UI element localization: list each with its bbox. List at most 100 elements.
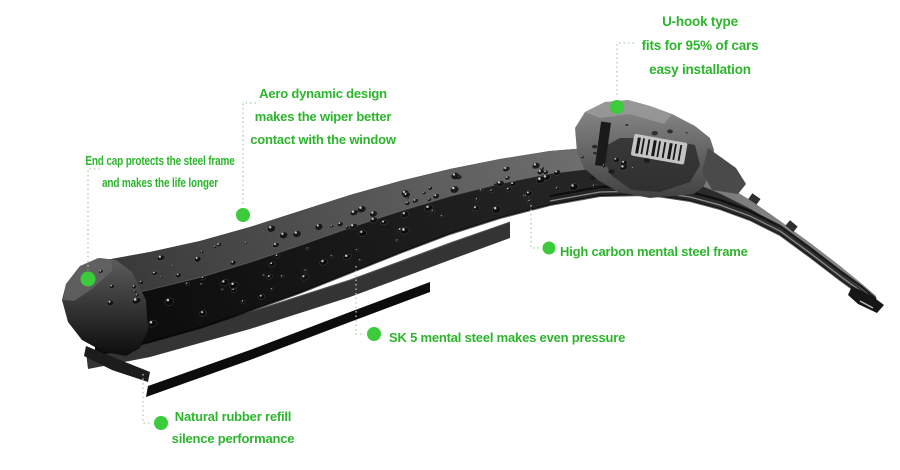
droplet-highlight bbox=[270, 262, 273, 265]
droplet-highlight bbox=[139, 280, 142, 283]
water-droplets bbox=[98, 123, 688, 328]
droplet-highlight bbox=[108, 300, 111, 303]
label-bar bbox=[677, 144, 683, 161]
droplet-highlight bbox=[134, 290, 136, 292]
connector-line-sk5 bbox=[355, 266, 365, 335]
droplet-highlight bbox=[395, 239, 397, 241]
droplet-highlight bbox=[222, 280, 225, 283]
droplet-highlight bbox=[533, 163, 537, 166]
end-cap-lower-piece bbox=[84, 346, 150, 382]
droplet-highlight bbox=[99, 270, 101, 272]
droplet-highlight bbox=[571, 184, 574, 187]
callout-natural-rubber-line-1: Natural rubber refill bbox=[174, 409, 292, 424]
droplet-highlight bbox=[511, 182, 514, 185]
droplet-highlight bbox=[200, 250, 203, 252]
droplet-highlight bbox=[149, 320, 153, 324]
callout-sk5-line-1: SK 5 mental steel makes even pressure bbox=[389, 330, 626, 345]
marker-dot-aero bbox=[236, 208, 250, 222]
droplet-highlight bbox=[360, 230, 363, 234]
tip-highlight bbox=[859, 300, 874, 309]
label-bar bbox=[661, 142, 667, 159]
droplet-highlight bbox=[540, 167, 543, 169]
droplet-highlight bbox=[231, 261, 234, 263]
droplet-highlight bbox=[440, 215, 442, 217]
droplet-highlight bbox=[214, 246, 216, 248]
callout-u-hook: U-hook type fits for 95% of cars easy in… bbox=[642, 10, 759, 82]
rubber-refill-strip bbox=[146, 282, 430, 397]
droplet-highlight bbox=[316, 224, 319, 227]
droplet-highlight bbox=[602, 164, 605, 166]
droplet-highlight bbox=[555, 187, 558, 189]
droplet-highlight bbox=[538, 177, 541, 180]
callout-high-carbon-line-1: High carbon mental steel frame bbox=[560, 244, 748, 259]
droplet-highlight bbox=[479, 189, 481, 191]
connector-line-u-hook bbox=[616, 42, 634, 98]
callout-high-carbon: High carbon mental steel frame bbox=[560, 240, 748, 263]
wiper-blade-body bbox=[62, 100, 884, 397]
droplet-highlight bbox=[217, 243, 219, 245]
droplet-highlight bbox=[504, 167, 507, 170]
droplet-highlight bbox=[345, 226, 348, 228]
label-bar bbox=[667, 142, 673, 160]
droplet-highlight bbox=[493, 206, 497, 210]
droplet-highlight bbox=[201, 311, 204, 314]
droplet-highlight bbox=[426, 205, 429, 209]
droplet-highlight bbox=[490, 189, 492, 191]
droplet-highlight bbox=[330, 225, 333, 227]
droplet-highlight bbox=[351, 210, 355, 213]
spine-tab bbox=[785, 220, 798, 232]
marker-dot-natural-rubber bbox=[154, 416, 168, 430]
blade-bottom-edge bbox=[94, 193, 877, 357]
droplet-highlight bbox=[274, 243, 277, 246]
droplet-highlight bbox=[526, 191, 529, 194]
adapter-slot bbox=[594, 121, 612, 167]
droplet-highlight bbox=[474, 206, 477, 209]
marker-dot-u-hook bbox=[610, 100, 624, 114]
droplet-highlight bbox=[241, 300, 244, 302]
droplet-highlight bbox=[158, 255, 161, 258]
droplet-highlight bbox=[351, 224, 354, 227]
callout-aero-dynamic: Aero dynamic design makes the wiper bett… bbox=[250, 82, 396, 151]
label-bar bbox=[672, 143, 677, 160]
callout-end-cap-line-1: End cap protects the steel frame bbox=[85, 154, 235, 168]
droplet-highlight bbox=[452, 173, 456, 176]
marker-dot-high-carbon bbox=[542, 241, 556, 255]
droplet-highlight bbox=[581, 156, 583, 158]
droplet-highlight bbox=[506, 176, 508, 178]
droplet-highlight bbox=[275, 254, 278, 257]
droplet-highlight bbox=[506, 187, 509, 190]
droplet-highlight bbox=[132, 285, 135, 287]
callout-u-hook-line-2: fits for 95% of cars bbox=[641, 38, 759, 53]
callout-u-hook-line-1: U-hook type bbox=[662, 14, 738, 29]
water-droplet bbox=[643, 158, 651, 163]
droplet-highlight bbox=[281, 275, 283, 277]
callout-aero-line-1: Aero dynamic design bbox=[259, 86, 387, 101]
droplet-highlight bbox=[153, 271, 155, 274]
connector-line-aero bbox=[242, 102, 256, 206]
droplet-highlight bbox=[338, 222, 341, 225]
droplet-highlight bbox=[371, 211, 374, 214]
droplet-highlight bbox=[195, 257, 198, 259]
droplet-highlight bbox=[494, 182, 496, 184]
droplet-highlight bbox=[160, 276, 162, 278]
droplet-highlight bbox=[452, 186, 455, 190]
droplet-highlight bbox=[221, 288, 223, 290]
water-droplet bbox=[685, 131, 688, 134]
droplet-highlight bbox=[423, 191, 425, 193]
water-droplet bbox=[651, 130, 658, 136]
droplet-highlight bbox=[304, 269, 306, 271]
droplet-highlight bbox=[413, 199, 416, 201]
spine-tab bbox=[748, 193, 761, 205]
marker-dot-end-cap bbox=[80, 271, 96, 287]
droplet-highlight bbox=[232, 288, 234, 291]
droplet-highlight bbox=[355, 249, 357, 251]
adapter-top-bevel bbox=[585, 100, 672, 124]
droplet-highlight bbox=[186, 282, 188, 284]
droplet-highlight bbox=[614, 157, 617, 160]
droplet-highlight bbox=[428, 198, 430, 200]
droplet-highlight bbox=[359, 206, 362, 210]
callout-natural-rubber: Natural rubber refill silence performanc… bbox=[172, 406, 295, 450]
callout-u-hook-line-3: easy installation bbox=[649, 62, 751, 77]
